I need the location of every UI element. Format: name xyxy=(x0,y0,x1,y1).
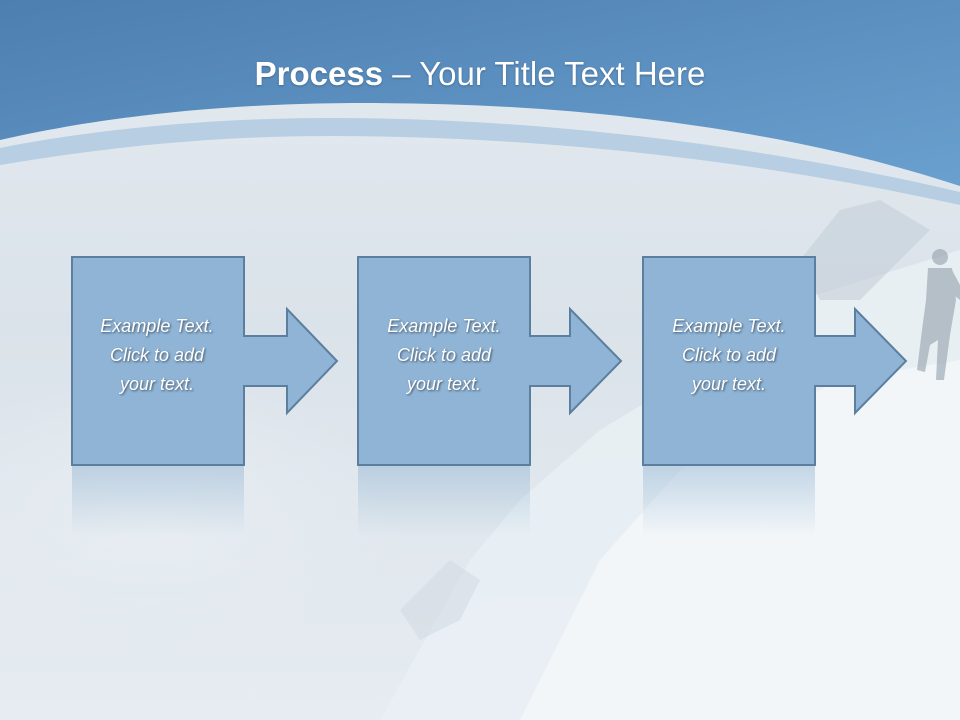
climber-silhouette xyxy=(917,249,960,380)
step-line: your text. xyxy=(406,374,482,394)
process-shape-2 xyxy=(357,256,623,466)
mountain-shadow xyxy=(520,360,960,720)
step-1-text[interactable]: Example Text. Click to add your text. xyxy=(72,312,242,399)
slide-title[interactable]: Process – Your Title Text Here xyxy=(0,52,960,96)
right-arrow-icon xyxy=(357,256,623,466)
box-reflection xyxy=(72,466,244,536)
right-arrow-icon xyxy=(71,256,339,466)
step-line: Example Text. xyxy=(672,316,786,336)
rock-face xyxy=(400,560,480,640)
step-line: Click to add xyxy=(396,345,492,365)
title-rest: – Your Title Text Here xyxy=(383,55,706,92)
box-reflection xyxy=(358,466,530,536)
header-band xyxy=(0,0,960,186)
step-line: your text. xyxy=(691,374,767,394)
step-line: Example Text. xyxy=(100,316,214,336)
right-arrow-icon xyxy=(642,256,908,466)
process-shape-3 xyxy=(642,256,908,466)
step-line: Example Text. xyxy=(387,316,501,336)
box-reflection xyxy=(643,466,815,536)
step-3-text[interactable]: Example Text. Click to add your text. xyxy=(644,312,814,399)
step-line: your text. xyxy=(119,374,195,394)
process-shape-1 xyxy=(71,256,339,466)
rock-face xyxy=(800,200,930,300)
header-arc xyxy=(0,118,960,205)
step-line: Click to add xyxy=(109,345,205,365)
step-line: Click to add xyxy=(681,345,777,365)
step-2-text[interactable]: Example Text. Click to add your text. xyxy=(359,312,529,399)
title-bold: Process xyxy=(254,55,384,92)
